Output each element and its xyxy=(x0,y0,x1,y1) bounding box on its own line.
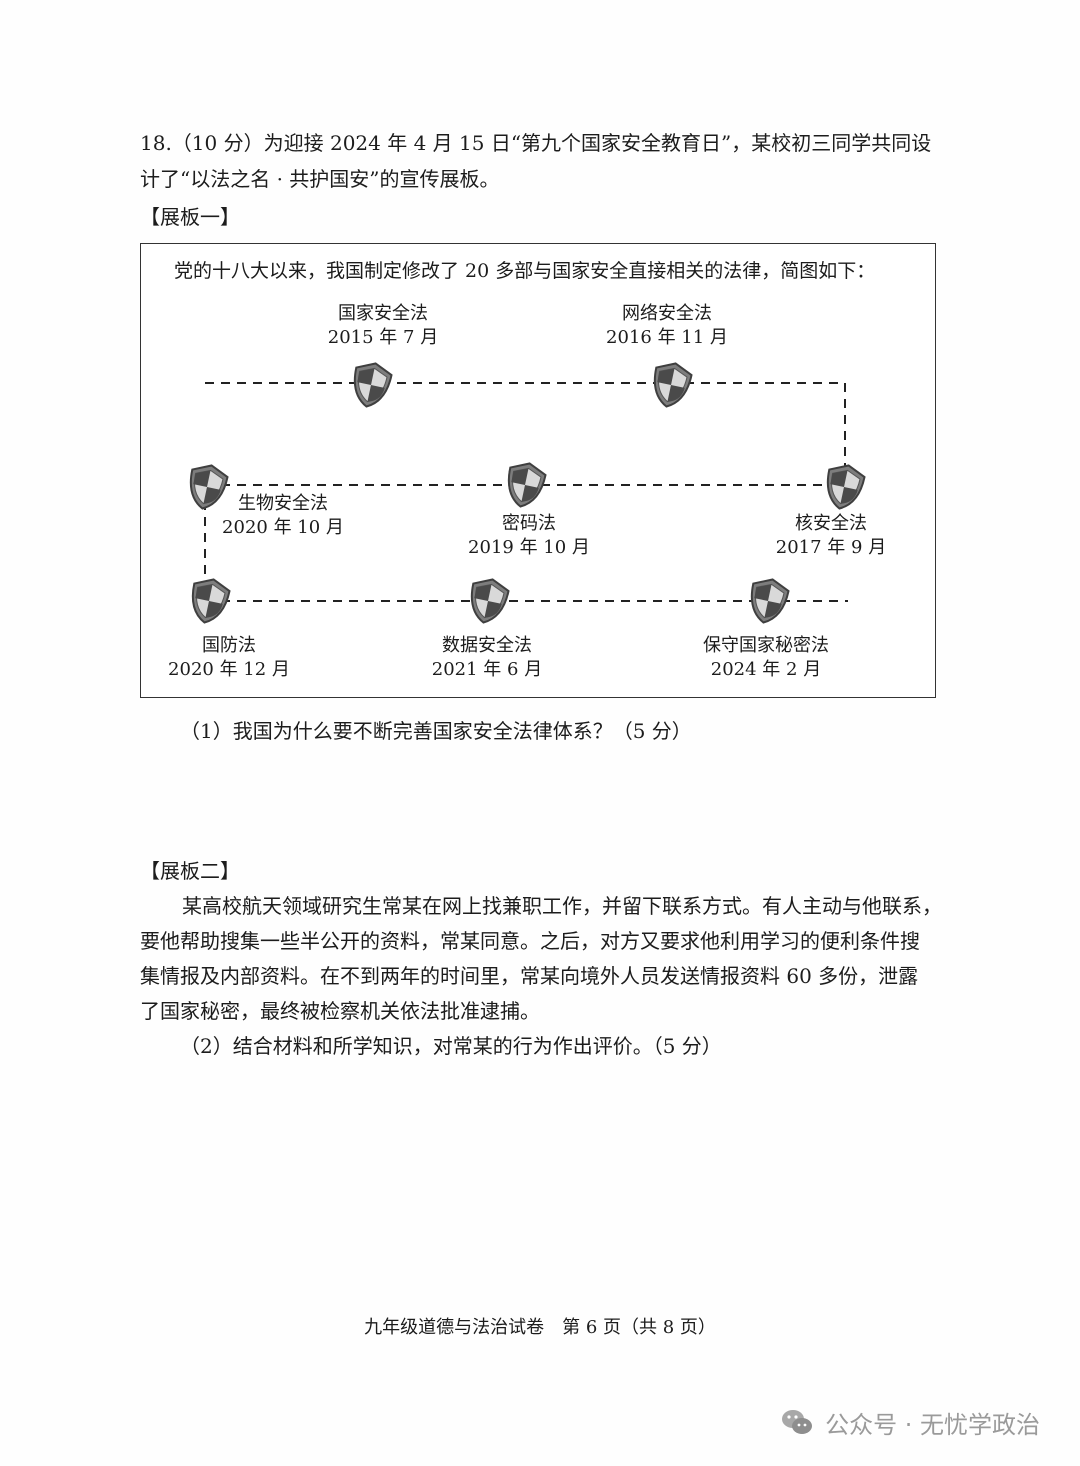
panel-intro: 党的十八大以来，我国制定修改了 20 多部与国家安全直接相关的法律，简图如下： xyxy=(174,260,876,282)
panel1-heading: 【展板一】 xyxy=(140,205,240,229)
sub-question-2: （2）结合材料和所学知识，对常某的行为作出评价。（5 分） xyxy=(180,1034,722,1058)
shield-icon xyxy=(464,574,512,628)
material-line-1: 某高校航天领域研究生常某在网上找兼职工作，并留下联系方式。有人主动与他联系， xyxy=(182,894,942,918)
shield-icon xyxy=(185,574,233,628)
wechat-logo-icon xyxy=(782,1410,813,1434)
material-line-4: 了国家秘密，最终被检察机关依法批准逮捕。 xyxy=(140,999,540,1023)
timeline-graphic xyxy=(183,358,868,628)
watermark: 公众号 · 无忧学政治 xyxy=(779,1402,1040,1442)
page-footer: 九年级道德与法治试卷 第 6 页（共 8 页） xyxy=(364,1317,716,1338)
material-line-2: 要他帮助搜集一些半公开的资料，常某同意。之后，对方又要求他利用学习的便利条件搜 xyxy=(140,929,920,953)
shield-icon xyxy=(820,460,868,514)
question-line-2: 计了“以法之名 · 共护国安”的宣传展板。 xyxy=(140,167,500,191)
material-line-3: 集情报及内部资料。在不到两年的时间里，常某向境外人员发送情报资料 60 多份，泄… xyxy=(140,964,919,988)
shield-icon xyxy=(744,574,792,628)
law-timeline-panel: 党的十八大以来，我国制定修改了 20 多部与国家安全直接相关的法律，简图如下： … xyxy=(140,243,936,698)
watermark-text: 公众号 · 无忧学政治 xyxy=(825,1410,1040,1439)
panel2-heading: 【展板二】 xyxy=(140,859,240,883)
sub-question-1: （1）我国为什么要不断完善国家安全法律体系？（5 分） xyxy=(180,719,692,743)
question-line-1: 18.（10 分）为迎接 2024 年 4 月 15 日“第九个国家安全教育日”… xyxy=(140,131,932,155)
shield-icon xyxy=(647,358,695,412)
shield-icon xyxy=(347,358,395,412)
shield-icon xyxy=(501,458,549,512)
